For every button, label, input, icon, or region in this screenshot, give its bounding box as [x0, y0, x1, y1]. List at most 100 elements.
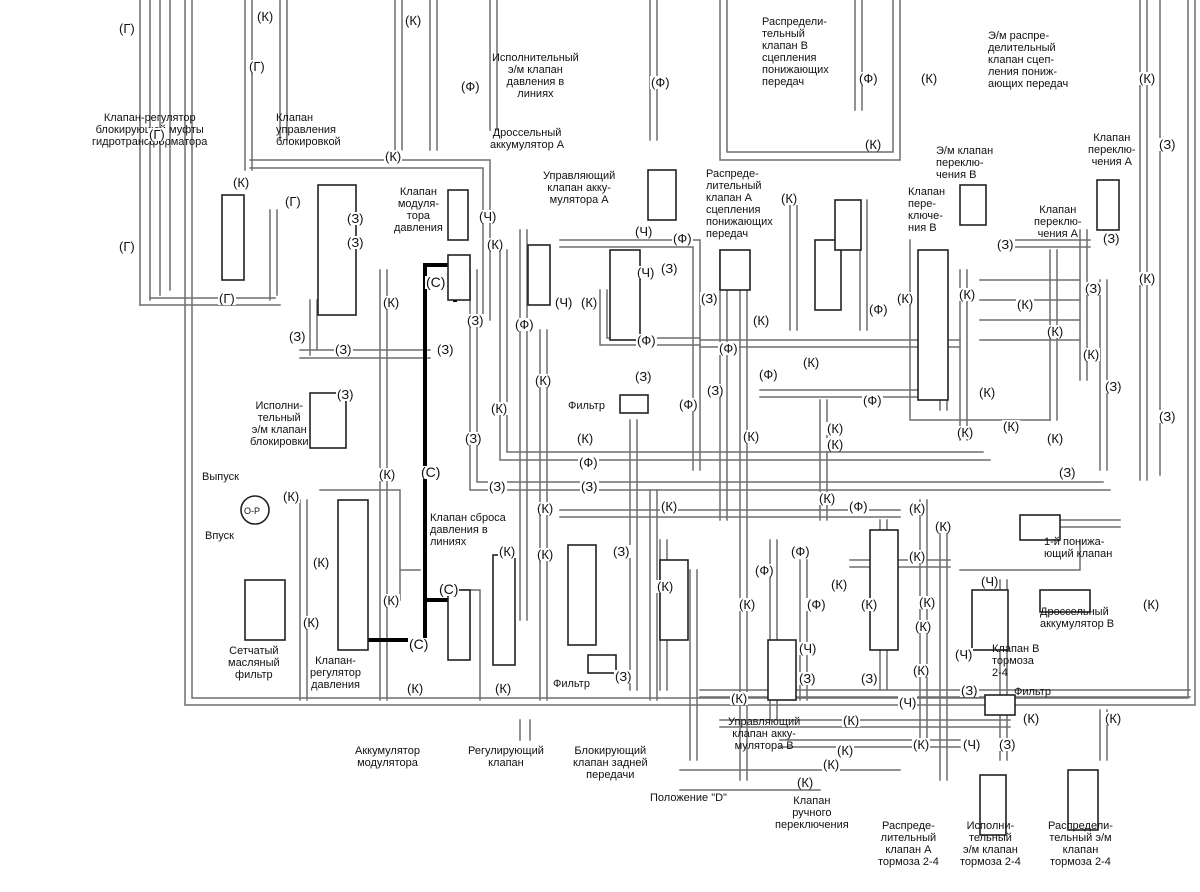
passage-code: (К)	[302, 615, 321, 630]
passage-code: (К)	[908, 549, 927, 564]
passage-code: (Ф)	[650, 75, 671, 90]
passage-code: (Ч)	[634, 224, 654, 239]
passage-code: (К)	[826, 421, 845, 436]
passage-code: (Ф)	[578, 455, 599, 470]
passage-code: (Ф)	[790, 544, 811, 559]
passage-code: (З)	[1102, 231, 1121, 246]
modulator-accumulator-label: Аккумулятор модулятора	[355, 745, 420, 769]
passage-code: (Ф)	[858, 71, 879, 86]
passage-code: (З)	[960, 683, 979, 698]
passage-code: (Ф)	[848, 499, 869, 514]
passage-code: (Г)	[118, 239, 136, 254]
passage-code: (К)	[830, 577, 849, 592]
line-pressure-solenoid-label: Исполнительный э/м клапан давления в лин…	[492, 52, 579, 100]
passage-code: (С)	[420, 464, 442, 480]
regulating-valve-label: Регулирующий клапан	[468, 745, 544, 769]
passage-code: (Ф)	[868, 302, 889, 317]
passage-code: (З)	[346, 211, 365, 226]
passage-code: (К)	[1138, 71, 1157, 86]
passage-code: (К)	[780, 191, 799, 206]
passage-code: (Г)	[248, 59, 266, 74]
pressure-regulator-label: Клапан- регулятор давления	[310, 655, 362, 691]
passage-code: (К)	[730, 691, 749, 706]
passage-code: (К)	[312, 555, 331, 570]
passage-code: (К)	[1142, 597, 1161, 612]
passage-code: (К)	[920, 71, 939, 86]
passage-code: (З)	[700, 291, 719, 306]
passage-code: (З)	[488, 479, 507, 494]
passage-code: (К)	[256, 9, 275, 24]
passage-code: (К)	[918, 595, 937, 610]
exhaust-label: Выпуск	[202, 471, 239, 483]
passage-code: (З)	[1084, 281, 1103, 296]
passage-code: (К)	[232, 175, 251, 190]
passage-code: (К)	[490, 401, 509, 416]
filter-label: Фильтр	[553, 678, 590, 690]
downshift-solenoid-distributor-label: Э/м распре- делительный клапан сцеп- лен…	[988, 30, 1069, 90]
passage-code: (К)	[660, 499, 679, 514]
passage-code: (К)	[826, 437, 845, 452]
passage-code: (З)	[466, 313, 485, 328]
passage-code: (З)	[996, 237, 1015, 252]
passage-code: (З)	[288, 329, 307, 344]
shift-valve-b-label: Клапан пере- ключе- ния В	[908, 186, 946, 234]
passage-code: (Ч)	[980, 574, 1000, 589]
reverse-blocking-valve-label: Блокирующий клапан задней передачи	[573, 745, 648, 781]
position-d-label: Положение "D"	[650, 792, 727, 804]
passage-code: (Ф)	[678, 397, 699, 412]
passage-code: (К)	[536, 501, 555, 516]
brake-solenoid-label: Исполни- тельный э/м клапан тормоза 2-4	[960, 820, 1021, 868]
passage-code: (К)	[1104, 711, 1123, 726]
passage-code: (Ф)	[514, 317, 535, 332]
lockup-control-valve-label: Клапан управления блокировкой	[276, 112, 341, 148]
oil-pump-label: O-P	[244, 506, 261, 516]
passage-code: (К)	[1022, 711, 1041, 726]
passage-code: (З)	[1058, 465, 1077, 480]
passage-code: (К)	[802, 355, 821, 370]
passage-code: (К)	[656, 579, 675, 594]
passage-code: (З)	[660, 261, 679, 276]
passage-code: (К)	[378, 467, 397, 482]
passage-code: (З)	[998, 737, 1017, 752]
passage-code: (К)	[860, 597, 879, 612]
passage-code: (К)	[282, 489, 301, 504]
passage-code: (К)	[836, 743, 855, 758]
passage-code: (К)	[818, 491, 837, 506]
shift-solenoid-b-label: Э/м клапан переклю- чения В	[936, 145, 994, 181]
passage-code: (К)	[534, 373, 553, 388]
brake-distributor-a-label: Распреде- лительный клапан А тормоза 2-4	[878, 820, 939, 868]
modulator-valve-label: Клапан модуля- тора давления	[394, 186, 443, 234]
passage-code: (Ф)	[718, 341, 739, 356]
passage-code: (Г)	[118, 21, 136, 36]
downshift-distributor-b-label: Распредели- тельный клапан В сцепления п…	[762, 16, 829, 88]
passage-code: (Ч)	[554, 295, 574, 310]
passage-code: (К)	[1002, 419, 1021, 434]
lockup-solenoid-label: Исполни- тельный э/м клапан блокировки	[250, 400, 309, 448]
passage-code: (Г)	[148, 127, 166, 142]
passage-code: (З)	[634, 369, 653, 384]
passage-code: (З)	[346, 235, 365, 250]
filter-label: Фильтр	[568, 400, 605, 412]
channel-lines	[139, 0, 1196, 791]
valve-bodies	[221, 169, 1120, 836]
passage-code: (Ф)	[806, 597, 827, 612]
passage-code: (К)	[752, 313, 771, 328]
passage-code: (Ф)	[636, 333, 657, 348]
passage-code: (С)	[408, 636, 430, 652]
passage-code: (К)	[912, 737, 931, 752]
passage-code: (К)	[822, 757, 841, 772]
passage-code: (К)	[1082, 347, 1101, 362]
passage-code: (К)	[494, 681, 513, 696]
passage-code: (К)	[908, 501, 927, 516]
passage-code: (С)	[425, 274, 447, 290]
passage-code: (З)	[334, 342, 353, 357]
passage-code: (К)	[896, 291, 915, 306]
passage-code: (К)	[580, 295, 599, 310]
passage-code: (З)	[336, 387, 355, 402]
passage-code: (Г)	[284, 194, 302, 209]
passage-code: (К)	[978, 385, 997, 400]
passage-code: (К)	[498, 544, 517, 559]
passage-code: (З)	[612, 544, 631, 559]
accumulator-a-control-label: Управляющий клапан акку- мулятора А	[543, 170, 616, 206]
